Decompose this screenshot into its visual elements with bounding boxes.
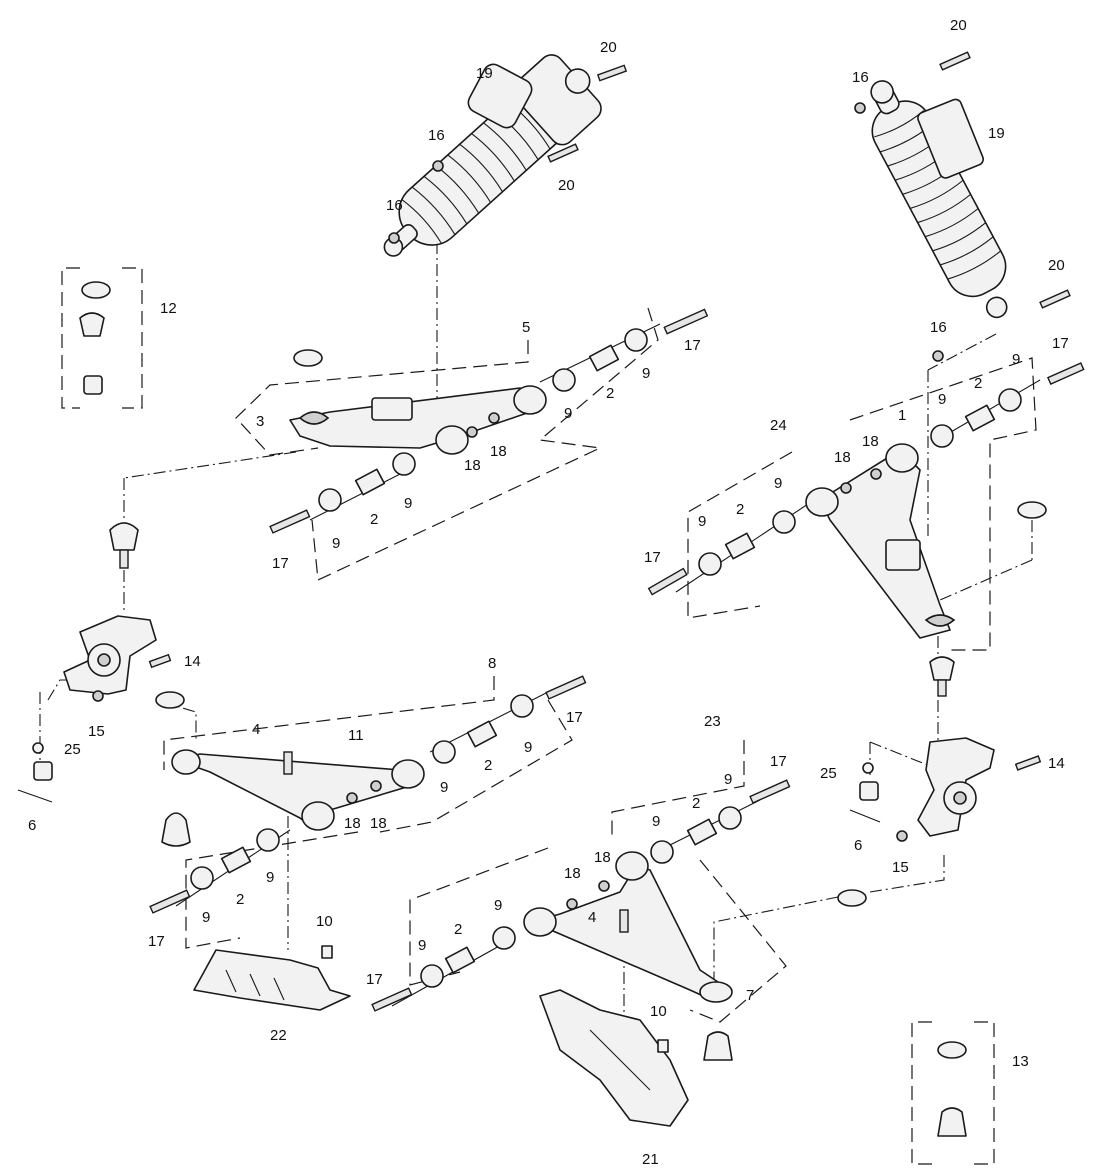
callout-c17d: 17: [644, 549, 661, 566]
callout-c25b: 25: [820, 765, 837, 782]
shock-absorber-right: [870, 80, 1008, 319]
callout-c9m: 9: [724, 771, 732, 788]
callout-c4b: 4: [588, 909, 596, 926]
group-frames: [61, 267, 1037, 1165]
callout-c18a: 18: [464, 457, 481, 474]
callout-c13: 13: [1012, 1053, 1029, 1070]
callout-c16a: 16: [428, 127, 445, 144]
callout-c2h: 2: [454, 921, 462, 938]
callout-c9n: 9: [652, 813, 660, 830]
callout-c3: 3: [256, 413, 264, 430]
skid-plate-22: [193, 949, 351, 1011]
callout-c20a: 20: [600, 39, 617, 56]
callout-c4a: 4: [252, 721, 260, 738]
callout-c17e: 17: [566, 709, 583, 726]
callout-c2g: 2: [692, 795, 700, 812]
callout-c15b: 15: [892, 859, 909, 876]
callout-c6a: 6: [28, 817, 36, 834]
callout-c5: 5: [522, 319, 530, 336]
callout-c18g: 18: [594, 849, 611, 866]
callout-c16b: 16: [386, 197, 403, 214]
callout-c24: 24: [770, 417, 787, 434]
callout-c1: 1: [898, 407, 906, 424]
callout-c10a: 10: [316, 913, 333, 930]
callout-c2d: 2: [736, 501, 744, 518]
lower-a-arm-left: [161, 749, 425, 847]
callout-c20c: 20: [950, 17, 967, 34]
callout-c14a: 14: [184, 653, 201, 670]
callout-c9i: 9: [524, 739, 532, 756]
callout-c21: 21: [642, 1151, 659, 1168]
callout-c7: 7: [746, 987, 754, 1004]
callout-c9h: 9: [698, 513, 706, 530]
callout-c19a: 19: [476, 65, 493, 82]
upper-a-arm-left: [289, 385, 547, 455]
lower-a-arm-right: [523, 851, 733, 1003]
callout-c8: 8: [488, 655, 496, 672]
hardware: [17, 51, 1085, 1137]
callout-c2f: 2: [236, 891, 244, 908]
callout-c15a: 15: [88, 723, 105, 740]
skid-plate-21: [539, 989, 689, 1127]
steering-knuckle-right: [917, 737, 995, 837]
callout-c19b: 19: [988, 125, 1005, 142]
callout-c11: 11: [348, 727, 364, 744]
callout-c16d: 16: [930, 319, 947, 336]
callout-c18c: 18: [862, 433, 879, 450]
callout-c9a: 9: [642, 365, 650, 382]
callout-c17c: 17: [1052, 335, 1069, 352]
callout-c2b: 2: [370, 511, 378, 528]
callout-c2c: 2: [974, 375, 982, 392]
callout-c9k: 9: [266, 869, 274, 886]
callout-labels: 20 19 16 20 16 20 16 19 20 16 12 5 17 9 …: [28, 17, 1069, 1168]
callout-c9f: 9: [938, 391, 946, 408]
callout-c18e: 18: [344, 815, 361, 832]
callout-c17h: 17: [366, 971, 383, 988]
shock-absorber-left: [383, 54, 602, 257]
callout-c22: 22: [270, 1027, 287, 1044]
callout-c6b: 6: [854, 837, 862, 854]
callout-c2a: 2: [606, 385, 614, 402]
callout-c9p: 9: [418, 937, 426, 954]
callout-c9d: 9: [332, 535, 340, 552]
callout-c9g: 9: [774, 475, 782, 492]
callout-c16c: 16: [852, 69, 869, 86]
callout-c25a: 25: [64, 741, 81, 758]
callout-c12: 12: [160, 300, 177, 317]
callout-c9o: 9: [494, 897, 502, 914]
callout-c14b: 14: [1048, 755, 1065, 772]
callout-c9l: 9: [202, 909, 210, 926]
callout-c17f: 17: [148, 933, 165, 950]
callout-c9b: 9: [564, 405, 572, 422]
upper-a-arm-right: [805, 443, 956, 639]
callout-c9c: 9: [404, 495, 412, 512]
callout-c20d: 20: [1048, 257, 1065, 274]
callout-c17a: 17: [684, 337, 701, 354]
callout-c20b: 20: [558, 177, 575, 194]
callout-c18h: 18: [564, 865, 581, 882]
callout-c18d: 18: [834, 449, 851, 466]
callout-c23: 23: [704, 713, 721, 730]
callout-c17b: 17: [272, 555, 289, 572]
callout-c18b: 18: [490, 443, 507, 460]
steering-knuckle-left: [63, 615, 157, 695]
callout-c18f: 18: [370, 815, 387, 832]
callout-c17g: 17: [770, 753, 787, 770]
callout-c10b: 10: [650, 1003, 667, 1020]
callout-c9j: 9: [440, 779, 448, 796]
callout-c2e: 2: [484, 757, 492, 774]
callout-c9e: 9: [1012, 351, 1020, 368]
